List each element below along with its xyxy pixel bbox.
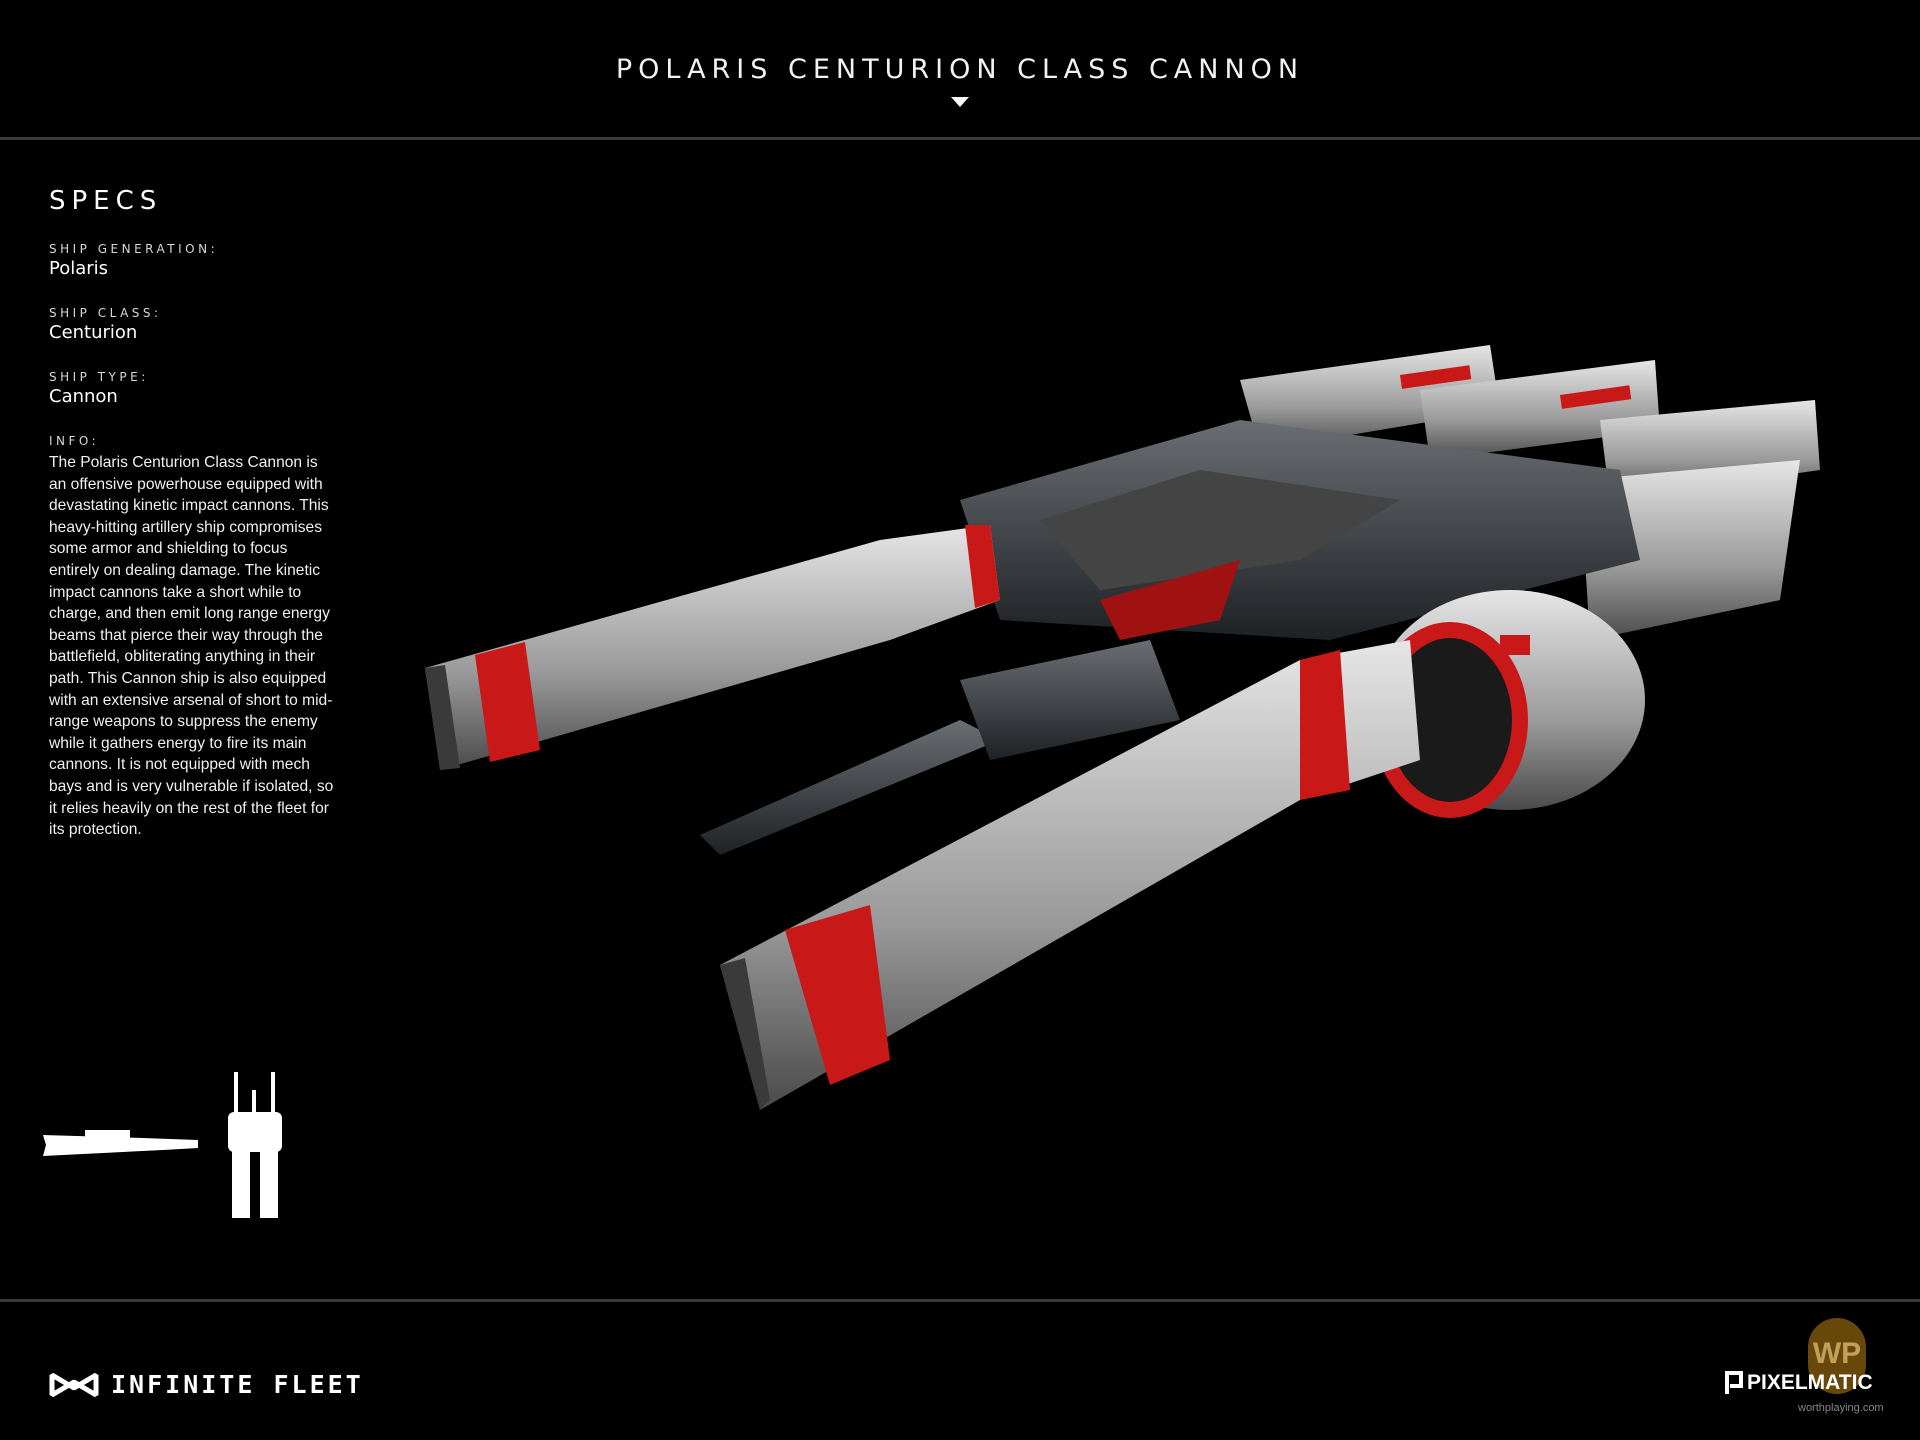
watermark-text: worthplaying.com	[1798, 1402, 1884, 1414]
infinite-fleet-emblem-icon	[49, 1372, 99, 1397]
ship-class-label: SHIP CLASS:	[49, 306, 162, 320]
ship-lower-cannon	[720, 640, 1420, 1110]
watermark-badge: WP	[1808, 1318, 1866, 1394]
info-text: The Polaris Centurion Class Cannon is an…	[49, 454, 334, 839]
ship-render	[425, 345, 1820, 1110]
ship-top-silhouette-icon	[228, 1072, 282, 1218]
ship-center-barrel	[700, 640, 1180, 855]
ship-generation-value: Polaris	[49, 258, 109, 279]
ship-type-label: SHIP TYPE:	[49, 370, 149, 384]
pixelmatic-text: PIXELMATIC	[1747, 1371, 1873, 1394]
ship-class-value: Centurion	[49, 322, 138, 343]
info-label: INFO:	[49, 434, 100, 448]
ship-generation-label: SHIP GENERATION:	[49, 242, 219, 256]
specs-panel: SPECS SHIP GENERATION: Polaris SHIP CLAS…	[49, 186, 339, 841]
ship-rear-modules	[1240, 345, 1820, 640]
infinite-fleet-text: INFINITE FLEET	[111, 1370, 364, 1399]
ship-type-value: Cannon	[49, 386, 118, 407]
infinite-fleet-logo: INFINITE FLEET	[49, 1370, 364, 1399]
ship-side-silhouette-icon	[43, 1130, 198, 1156]
header-divider	[0, 137, 1920, 140]
pixelmatic-emblem-icon	[1725, 1371, 1743, 1394]
pixelmatic-logo: PIXELMATIC	[1724, 1370, 1873, 1396]
ship-upper-cannon	[425, 525, 1000, 770]
specs-heading: SPECS	[49, 186, 163, 216]
page-title: POLARIS CENTURION CLASS CANNON	[615, 54, 1305, 85]
dropdown-caret-icon[interactable]	[951, 97, 969, 107]
footer-divider	[0, 1299, 1920, 1302]
ship-main-body	[960, 420, 1640, 640]
ship-ring-hub	[1372, 590, 1645, 818]
